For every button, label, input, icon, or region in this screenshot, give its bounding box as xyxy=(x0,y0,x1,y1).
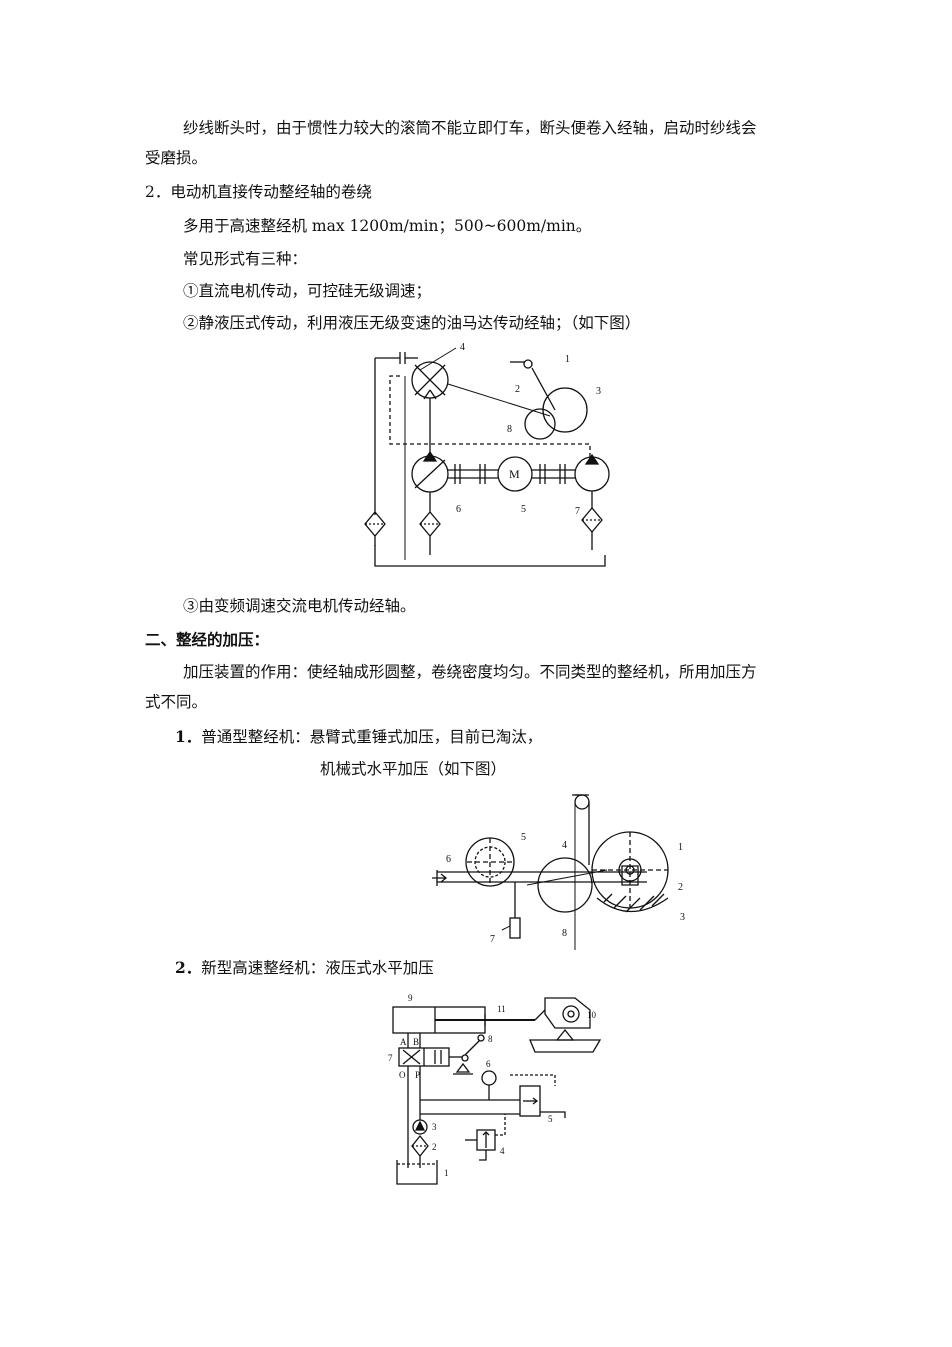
list-entry-1-sub: 机械式水平加压（如下图） xyxy=(320,760,507,778)
fig3-label-3: 3 xyxy=(432,1122,437,1132)
para-1-line-2: 受磨损。 xyxy=(145,149,208,167)
fig2-label-5: 5 xyxy=(521,832,526,843)
list-item-1: ①直流电机传动，可控硅无级调速； xyxy=(183,282,432,300)
fig2-label-7: 7 xyxy=(490,934,495,945)
fig3-port-a: A xyxy=(400,1037,407,1047)
para-2: 多用于高速整经机 max 1200m/min；500~600m/min。 xyxy=(183,217,592,235)
para-4-line-2: 式不同。 xyxy=(145,693,208,711)
fig3-port-o: O xyxy=(399,1070,406,1080)
figure-mechanical-pressing: 5 6 4 1 2 3 8 7 xyxy=(432,794,685,950)
fig3-label-10: 10 xyxy=(587,1010,597,1020)
fig3-label-9: 9 xyxy=(408,993,413,1003)
fig1-label-7: 7 xyxy=(575,506,580,517)
fig3-port-p: P xyxy=(415,1070,420,1080)
para-3: 常见形式有三种： xyxy=(183,250,308,268)
list-number-1: 1． xyxy=(175,727,202,746)
fig2-label-3: 3 xyxy=(680,912,685,923)
fig2-label-2: 2 xyxy=(678,882,683,893)
fig1-motor-label: M xyxy=(509,467,520,481)
fig2-label-6: 6 xyxy=(446,854,451,865)
fig1-label-5: 5 xyxy=(521,504,526,515)
list-text-1: 普通型整经机：悬臂式重锤式加压，目前已淘汰， xyxy=(201,728,543,746)
fig1-label-6: 6 xyxy=(456,504,461,515)
fig3-label-5: 5 xyxy=(548,1114,553,1124)
heading-2: 2．电动机直接传动整经轴的卷绕 xyxy=(145,183,372,201)
fig2-label-1: 1 xyxy=(678,842,683,853)
fig3-port-b: B xyxy=(413,1037,419,1047)
list-text-2: 新型高速整经机：液压式水平加压 xyxy=(201,959,434,977)
fig1-label-1: 1 xyxy=(565,354,570,365)
section-heading-2: 二、整经的加压： xyxy=(145,630,270,649)
fig3-label-6: 6 xyxy=(486,1059,491,1069)
list-entry-1: 1．普通型整经机：悬臂式重锤式加压，目前已淘汰， xyxy=(175,727,542,747)
list-entry-2: 2．新型高速整经机：液压式水平加压 xyxy=(175,958,434,978)
para-1-line-1: 纱线断头时，由于惯性力较大的滚筒不能立即仃车，断头便卷入经轴，启动时纱线会 xyxy=(183,119,757,137)
fig3-label-11: 11 xyxy=(497,1004,506,1014)
fig3-label-1: 1 xyxy=(444,1168,449,1178)
fig2-label-8: 8 xyxy=(562,928,567,939)
fig3-label-4: 4 xyxy=(500,1146,505,1156)
fig1-label-4: 4 xyxy=(460,342,465,353)
list-item-3: ③由变频调速交流电机传动经轴。 xyxy=(183,597,416,615)
figure-hydraulic-pressing: 9 11 10 A B 7 O P 8 6 5 4 3 2 1 xyxy=(388,993,602,1185)
fig3-label-7: 7 xyxy=(388,1053,393,1063)
fig1-label-8: 8 xyxy=(507,424,512,435)
fig1-label-2: 2 xyxy=(515,384,520,395)
fig3-label-2: 2 xyxy=(432,1142,437,1152)
figure-hydrostatic-drive: 4 1 2 3 8 M 6 5 7 xyxy=(364,342,610,567)
fig3-label-8: 8 xyxy=(488,1034,493,1044)
para-4-line-1: 加压装置的作用：使经轴成形圆整，卷绕密度均匀。不同类型的整经机，所用加压方 xyxy=(183,663,757,681)
fig1-label-3: 3 xyxy=(596,386,601,397)
fig2-label-4: 4 xyxy=(562,840,567,851)
list-number-2: 2． xyxy=(175,958,202,977)
list-item-2: ②静液压式传动，利用液压无级变速的油马达传动经轴；（如下图） xyxy=(183,314,641,332)
